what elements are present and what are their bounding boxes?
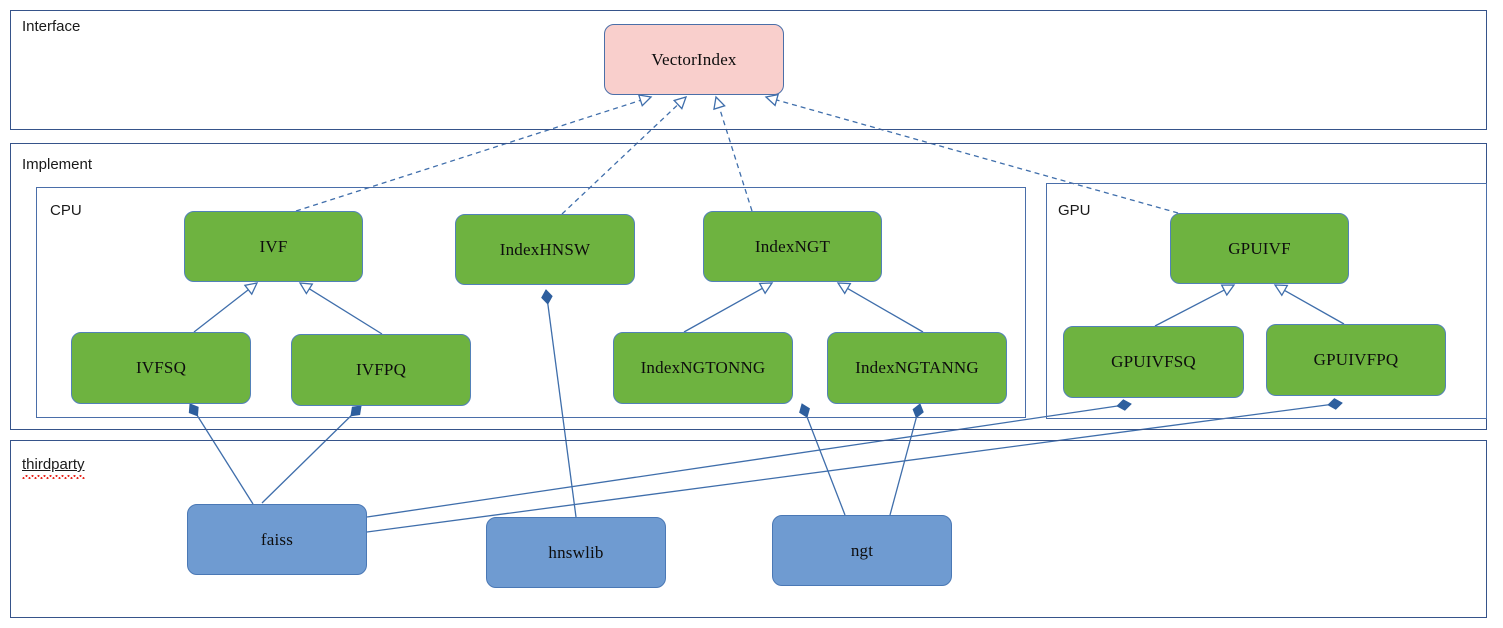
container-interface bbox=[10, 10, 1487, 130]
node-label-indexngtonng: IndexNGTONNG bbox=[640, 358, 766, 377]
node-faiss[interactable]: faiss bbox=[187, 504, 367, 575]
node-label-indexngt: IndexNGT bbox=[754, 236, 831, 256]
node-gpuivfsq[interactable]: GPUIVFSQ bbox=[1063, 326, 1244, 398]
node-indexhnsw[interactable]: IndexHNSW bbox=[455, 214, 635, 285]
node-label-faiss: faiss bbox=[260, 529, 294, 549]
container-cpu bbox=[36, 187, 1026, 418]
container-label-interface: Interface bbox=[22, 18, 81, 35]
node-ivf[interactable]: IVF bbox=[184, 211, 363, 282]
node-label-ivfpq: IVFPQ bbox=[355, 360, 407, 379]
container-label-cpu: CPU bbox=[50, 202, 82, 219]
node-label-gpuivf: GPUIVF bbox=[1228, 238, 1291, 258]
node-hnswlib[interactable]: hnswlib bbox=[486, 517, 666, 588]
container-label-implement: Implement bbox=[22, 156, 93, 173]
container-label-gpu: GPU bbox=[1058, 202, 1091, 219]
node-label-indexngtanng: IndexNGTANNG bbox=[855, 358, 979, 377]
node-label-gpuivfpq: GPUIVFPQ bbox=[1313, 350, 1399, 369]
node-ivfsq[interactable]: IVFSQ bbox=[71, 332, 251, 404]
container-gpu bbox=[1046, 183, 1487, 419]
node-indexngt[interactable]: IndexNGT bbox=[703, 211, 882, 282]
node-gpuivf[interactable]: GPUIVF bbox=[1170, 213, 1349, 284]
node-ivfpq[interactable]: IVFPQ bbox=[291, 334, 471, 406]
node-indexngtanng[interactable]: IndexNGTANNG bbox=[827, 332, 1007, 404]
node-label-vectorindex: VectorIndex bbox=[651, 49, 737, 69]
node-label-indexhnsw: IndexHNSW bbox=[499, 239, 591, 259]
node-label-gpuivfsq: GPUIVFSQ bbox=[1111, 352, 1196, 371]
container-thirdparty bbox=[10, 440, 1487, 618]
node-label-ivfsq: IVFSQ bbox=[135, 358, 187, 377]
node-indexngtonng[interactable]: IndexNGTONNG bbox=[613, 332, 793, 404]
spellcheck-squiggle-icon bbox=[22, 475, 85, 479]
node-ngt[interactable]: ngt bbox=[772, 515, 952, 586]
node-label-hnswlib: hnswlib bbox=[548, 542, 604, 562]
node-label-ivf: IVF bbox=[259, 236, 288, 256]
node-gpuivfpq[interactable]: GPUIVFPQ bbox=[1266, 324, 1446, 396]
node-vectorindex[interactable]: VectorIndex bbox=[604, 24, 784, 95]
node-label-ngt: ngt bbox=[850, 540, 874, 560]
container-label-thirdparty: thirdparty bbox=[22, 456, 85, 479]
